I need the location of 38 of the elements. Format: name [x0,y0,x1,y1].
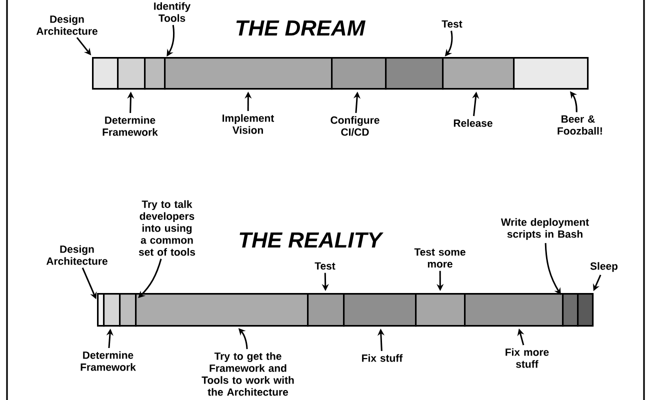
step-label: Test [442,20,462,28]
step-label: Design Architecture [46,245,108,265]
step-label: Fix stuff [362,354,403,362]
timeline-segment [119,293,137,327]
timeline-segment [117,57,146,90]
step-label: Try to get the Framework and Tools to work with the Architecture [202,352,294,396]
timeline-segment [103,293,121,327]
step-label: Implement Vision [222,114,274,134]
timeline-segment [144,57,166,90]
timeline-segment [343,293,417,327]
step-label: Beer & Foozball! [558,115,602,135]
timeline-segment [442,57,515,90]
step-label: Sleep [590,262,618,272]
step-label: Configure CI/CD [330,116,380,136]
step-label: Release [454,119,492,127]
step-label: Try to talk developers into using a common set of tools [138,200,196,256]
step-label: Determine Framework [80,351,136,371]
step-label: Test [314,262,336,270]
step-label: Design Architecture [36,15,98,35]
timeline-segment [464,293,564,327]
timeline-segment [513,57,589,90]
timeline-segment [97,293,105,327]
step-label: Identify Tools [154,2,191,22]
timeline-segment [307,293,345,327]
timeline-segment [415,293,466,327]
timeline-segment [577,293,594,327]
step-label: Write deployment scripts in Bash [500,218,589,240]
timeline-segment [135,293,309,327]
timeline-segment [92,57,119,90]
step-label: Test some more [414,248,466,268]
step-label: Determine Framework [102,116,158,136]
heading: THE REALITY [240,232,384,248]
timeline-segment [385,57,444,90]
timeline-segment [562,293,579,327]
step-label: Fix more stuff [506,348,549,368]
timeline-segment [164,57,333,90]
heading: THE DREAM [236,20,366,36]
timeline-segment [331,57,387,90]
